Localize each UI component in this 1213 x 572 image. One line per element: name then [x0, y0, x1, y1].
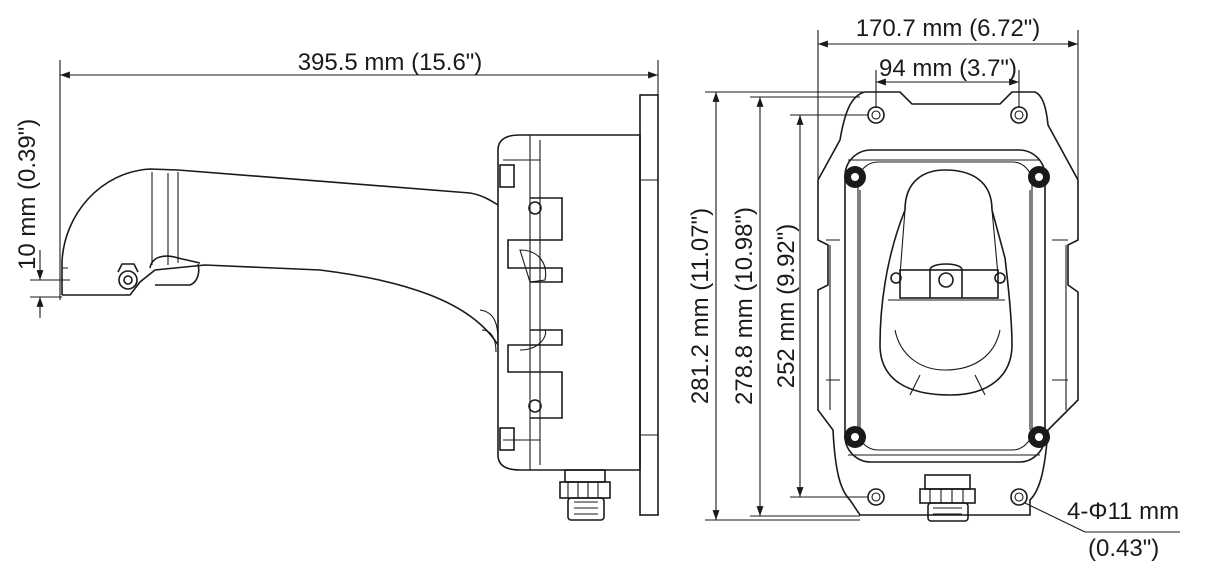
side-offset-dimension: 10 mm (0.39") — [14, 119, 62, 318]
mounting-plate — [817, 91, 1079, 516]
front-view: 170.7 mm (6.72") 94 mm (3.7") 281.2 mm (… — [687, 15, 1180, 562]
inner-housing — [826, 149, 1068, 463]
box-height-label: 278.8 mm (10.98") — [731, 207, 758, 405]
hole-spacing-horizontal-label: 94 mm (3.7") — [879, 55, 1017, 82]
mounting-holes — [867, 106, 1028, 506]
cable-gland-side — [559, 469, 611, 521]
plate-width-dimension: 170.7 mm (6.72") — [817, 15, 1079, 180]
overall-length-dimension: 395.5 mm (15.6") — [59, 49, 659, 300]
cable-gland-front — [919, 474, 976, 522]
hole-spacing-horizontal-dimension: 94 mm (3.7") — [875, 55, 1020, 108]
hole-spacing-vertical-label: 252 mm (9.92") — [773, 224, 800, 389]
junction-box — [479, 94, 659, 521]
mounting-holes-callout: 4-Φ11 mm (0.43") — [1024, 498, 1180, 562]
box-height-dimension: 278.8 mm (10.98") — [731, 96, 860, 517]
side-view: 395.5 mm (15.6") 10 mm (0.39") — [14, 49, 659, 521]
bracket-arm — [61, 168, 499, 346]
plate-height-label: 281.2 mm (11.07") — [687, 208, 714, 404]
corner-screws — [844, 166, 1050, 448]
side-offset-label: 10 mm (0.39") — [14, 119, 41, 270]
hole-spacing-vertical-dimension: 252 mm (9.92") — [773, 114, 868, 498]
inner-cover — [879, 169, 1013, 396]
mounting-holes-label-line1: 4-Φ11 mm — [1067, 498, 1179, 525]
mounting-holes-label-line2: (0.43") — [1088, 535, 1159, 562]
plate-width-label: 170.7 mm (6.72") — [856, 15, 1041, 42]
overall-length-label: 395.5 mm (15.6") — [298, 49, 483, 76]
plate-height-dimension: 281.2 mm (11.07") — [687, 91, 865, 521]
